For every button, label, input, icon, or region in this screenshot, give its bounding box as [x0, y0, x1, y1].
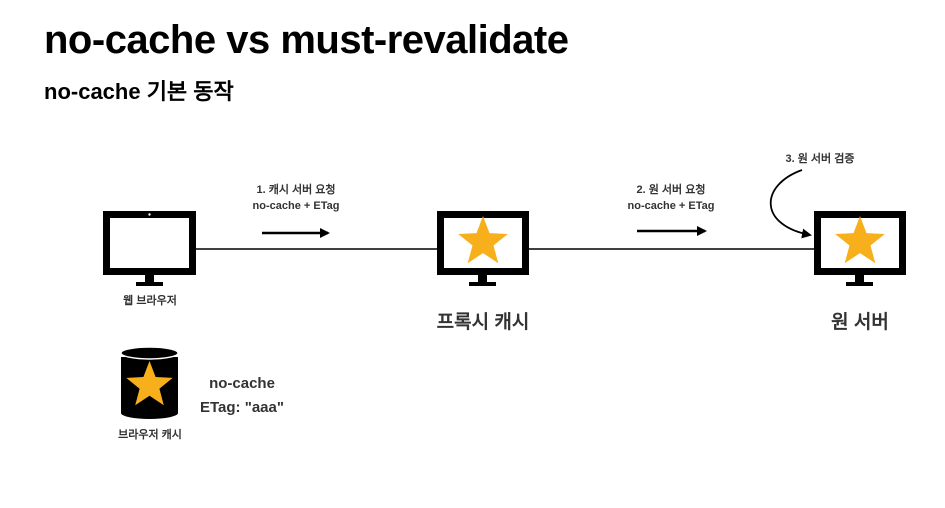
step-3-arrow: [769, 169, 812, 239]
origin-label: 원 서버: [831, 312, 889, 333]
proxy-label: 프록시 캐시: [436, 312, 530, 333]
origin-star-icon: [835, 216, 885, 264]
proxy-star-icon: [458, 216, 508, 264]
browser-cache-label: 브라우저 캐시: [118, 429, 182, 441]
step-2-title: 2. 원 서버 요청: [636, 184, 706, 196]
step-1-detail: no-cache + ETag: [252, 200, 340, 212]
browser-cache-info: no-cache ETag: "aaa": [200, 372, 284, 420]
browser-monitor-icon: [103, 211, 196, 286]
step-3-label: 3. 원 서버 검증: [786, 151, 855, 167]
proxy-monitor-icon: [437, 211, 529, 286]
browser-cache-star-icon: [126, 361, 173, 406]
step-2-label: 2. 원 서버 요청 no-cache + ETag: [628, 182, 715, 214]
page-subtitle: no-cache 기본 동작: [44, 79, 234, 104]
browser-label: 웹 브라우저: [123, 295, 177, 307]
page-title: no-cache vs must-revalidate: [44, 18, 569, 62]
step-1-title: 1. 캐시 서버 요청: [256, 184, 336, 196]
cache-etag-text: ETag: "aaa": [200, 399, 284, 416]
step-2-detail: no-cache + ETag: [627, 200, 715, 212]
step-1-label: 1. 캐시 서버 요청 no-cache + ETag: [253, 182, 340, 214]
step-3-title: 3. 원 서버 검증: [785, 153, 855, 165]
cache-directive-text: no-cache: [209, 375, 275, 392]
